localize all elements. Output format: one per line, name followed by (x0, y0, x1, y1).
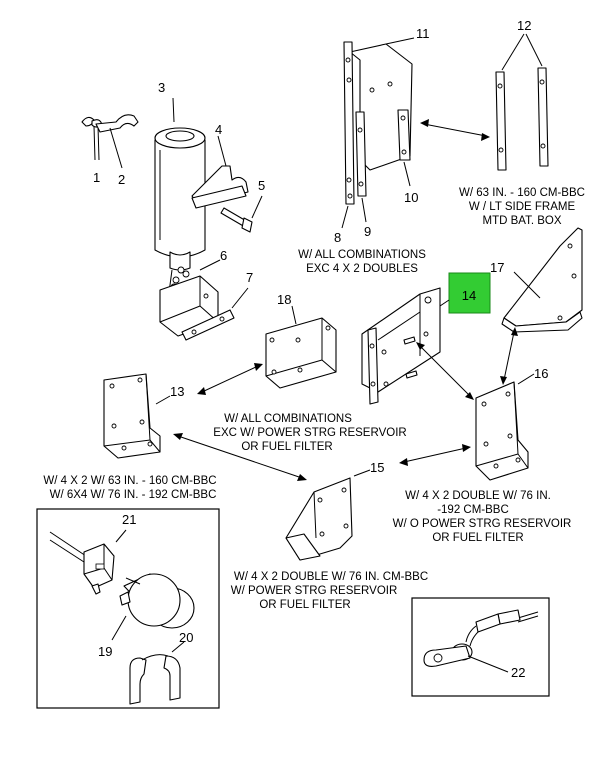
callout-22: 22 (511, 665, 525, 680)
callout-21: 21 (122, 512, 136, 527)
caption-13-line-2: W/ 6X4 W/ 76 IN. - 192 CM-BBC (50, 489, 217, 501)
callout-4: 4 (215, 122, 222, 137)
arrows-14-16-17 (416, 327, 518, 400)
callout-2: 2 (118, 172, 125, 187)
angle-bracket-part-18: 18 (265, 292, 337, 389)
caption-center-line-3: OR FUEL FILTER (241, 441, 332, 453)
caption-16-line-3: W/ O POWER STRG RESERVOIR (393, 518, 572, 530)
arrow-15-to-16 (399, 444, 471, 466)
inset-box-part-22: 22 (411, 597, 550, 697)
callout-15: 15 (370, 460, 384, 475)
center-caption: W/ ALL COMBINATIONS EXC W/ POWER STRG RE… (213, 413, 406, 453)
caption-16-line-1: W/ 4 X 2 DOUBLE W/ 76 IN. (405, 490, 551, 502)
strip-pair-part-12: 12 W/ 63 IN. - 160 CM-BBC W / LT SIDE FR… (459, 18, 585, 227)
callout-9: 9 (364, 224, 371, 239)
gusset-bracket-part-17: 17 (490, 227, 583, 333)
arrow-13-to-15 (173, 433, 307, 481)
filter-canister-part-3: 3 (154, 80, 206, 301)
bracket-assembly-parts-8-11: 11 8 9 10 W/ ALL COMBINATIONS EXC 4 X 2 … (298, 26, 429, 275)
angle-bracket-part-16: 16 W/ 4 X 2 DOUBLE W/ 76 IN. -192 CM-BBC… (393, 366, 572, 544)
callout-14: 14 (462, 288, 476, 303)
callout-18: 18 (277, 292, 291, 307)
callout-12: 12 (517, 18, 531, 33)
callout-1: 1 (93, 170, 100, 185)
caption-15-line-1: W/ 4 X 2 DOUBLE W/ 76 IN. CM-BBC (234, 571, 428, 583)
bolt-part-5: 5 (220, 178, 265, 233)
caption-center-line-1: W/ ALL COMBINATIONS (224, 413, 352, 425)
bracket-part-14: 14 (361, 272, 491, 405)
angle-bracket-part-13: 13 W/ 4 X 2 W/ 63 IN. - 160 CM-BBC W/ 6X… (43, 373, 217, 501)
angle-bracket-part-15: 15 W/ 4 X 2 DOUBLE W/ 76 IN. CM-BBC W/ P… (231, 460, 428, 611)
arrow-18-to-13 (197, 363, 263, 395)
callout-20: 20 (179, 630, 193, 645)
caption-16-line-2: -192 CM-BBC (437, 504, 509, 516)
callout-7: 7 (246, 270, 253, 285)
caption-all-combinations-line-1: W/ ALL COMBINATIONS (298, 249, 426, 261)
callout-11: 11 (416, 26, 430, 41)
arrow-11-to-12 (420, 119, 490, 141)
wing-nut-part-1: 1 (81, 116, 103, 185)
inset-box-parts-19-21: 21 19 20 (36, 508, 220, 709)
caption-all-combinations-line-2: EXC 4 X 2 DOUBLES (306, 263, 418, 275)
callout-16: 16 (534, 366, 548, 381)
caption-12-line-1: W/ 63 IN. - 160 CM-BBC (459, 187, 585, 199)
callout-3: 3 (158, 80, 165, 95)
mount-plate-part-6: 6 (159, 248, 227, 337)
caption-center-line-2: EXC W/ POWER STRG RESERVOIR (213, 427, 406, 439)
callout-8: 8 (334, 230, 341, 245)
callout-17: 17 (490, 260, 504, 275)
strap-part-2: 2 (95, 114, 139, 187)
clamp-bracket-part-4: 4 (191, 122, 249, 209)
caption-16-line-4: OR FUEL FILTER (432, 532, 523, 544)
callout-19: 19 (98, 644, 112, 659)
callout-14-highlight-box (448, 272, 491, 314)
caption-13-line-1: W/ 4 X 2 W/ 63 IN. - 160 CM-BBC (43, 475, 216, 487)
flat-strip-part-7: 7 (181, 270, 253, 341)
caption-15-line-2: W/ POWER STRG RESERVOIR (231, 585, 398, 597)
callout-13: 13 (170, 384, 184, 399)
callout-5: 5 (258, 178, 265, 193)
caption-12-line-3: MTD BAT. BOX (482, 215, 561, 227)
callout-10: 10 (404, 190, 418, 205)
caption-15-line-3: OR FUEL FILTER (259, 599, 350, 611)
callout-6: 6 (220, 248, 227, 263)
caption-12-line-2: W / LT SIDE FRAME (469, 201, 576, 213)
